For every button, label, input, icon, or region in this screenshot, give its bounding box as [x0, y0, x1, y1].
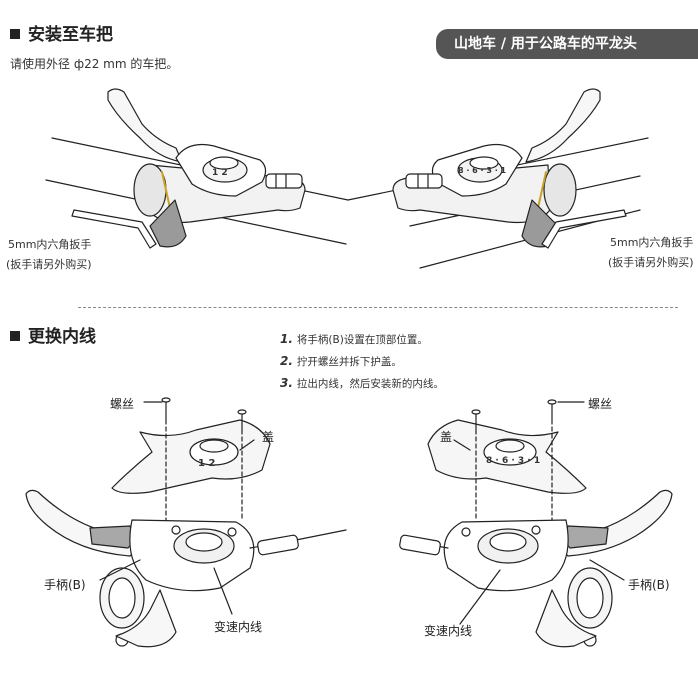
dial-numbers-lower-left: 1 2: [198, 458, 216, 469]
section-title-replace-cable: 更换内线: [10, 322, 96, 347]
section-divider: [78, 307, 678, 308]
cover-label-left: 盖: [262, 430, 275, 444]
dial-numbers-lower-right: 8 · 6 · 3 · 1: [486, 456, 541, 466]
shifter-left-exploded: [25, 397, 347, 648]
handlebar-left-illustration: [45, 88, 349, 249]
screw-label-left: 螺丝: [110, 397, 135, 411]
cover-label-right: 盖: [440, 430, 453, 444]
step-1-number: 1.: [280, 332, 293, 346]
section-title-install: 安装至车把: [10, 20, 113, 45]
step-3-number: 3.: [280, 376, 293, 390]
screw-label-right: 螺丝: [588, 397, 613, 411]
square-bullet-icon: [10, 29, 20, 39]
dial-numbers-top-left: 1 2: [212, 168, 228, 178]
wrench-label-right: 5mm内六角扳手: [610, 236, 694, 249]
shifter-right-exploded: [399, 399, 673, 648]
section-title-install-text: 安装至车把: [28, 25, 113, 45]
step-2-text: 拧开螺丝并拆下护盖。: [296, 356, 402, 368]
wrench-note-left: (扳手请另外购买): [6, 258, 92, 271]
step-3-text: 拉出内线，然后安装新的内线。: [296, 378, 444, 390]
handlebar-right-illustration: [347, 88, 649, 269]
lever-b-label-right: 手柄(B): [628, 578, 670, 592]
handlebar-note: 请使用外径 ф22 mm 的车把。: [10, 57, 179, 71]
step-3: 3.拉出内线，然后安装新的内线。: [280, 376, 444, 391]
step-2: 2.拧开螺丝并拆下护盖。: [280, 354, 402, 369]
square-bullet-icon: [10, 331, 20, 341]
dial-numbers-top-right: 8 · 6 · 3 · 1: [458, 166, 507, 175]
lever-b-label-left: 手柄(B): [44, 578, 86, 592]
step-1-text: 将手柄(B)设置在顶部位置。: [296, 334, 428, 346]
step-1: 1.将手柄(B)设置在顶部位置。: [280, 332, 428, 347]
wrench-note-right: (扳手请另外购买): [608, 256, 694, 269]
wrench-label-left: 5mm内六角扳手: [8, 238, 92, 251]
section-title-replace-cable-text: 更换内线: [28, 327, 96, 347]
step-2-number: 2.: [280, 354, 293, 368]
cable-label-left: 变速内线: [214, 620, 263, 634]
category-badge: 山地车 / 用于公路车的平龙头: [436, 29, 698, 59]
cable-label-right: 变速内线: [424, 624, 473, 638]
